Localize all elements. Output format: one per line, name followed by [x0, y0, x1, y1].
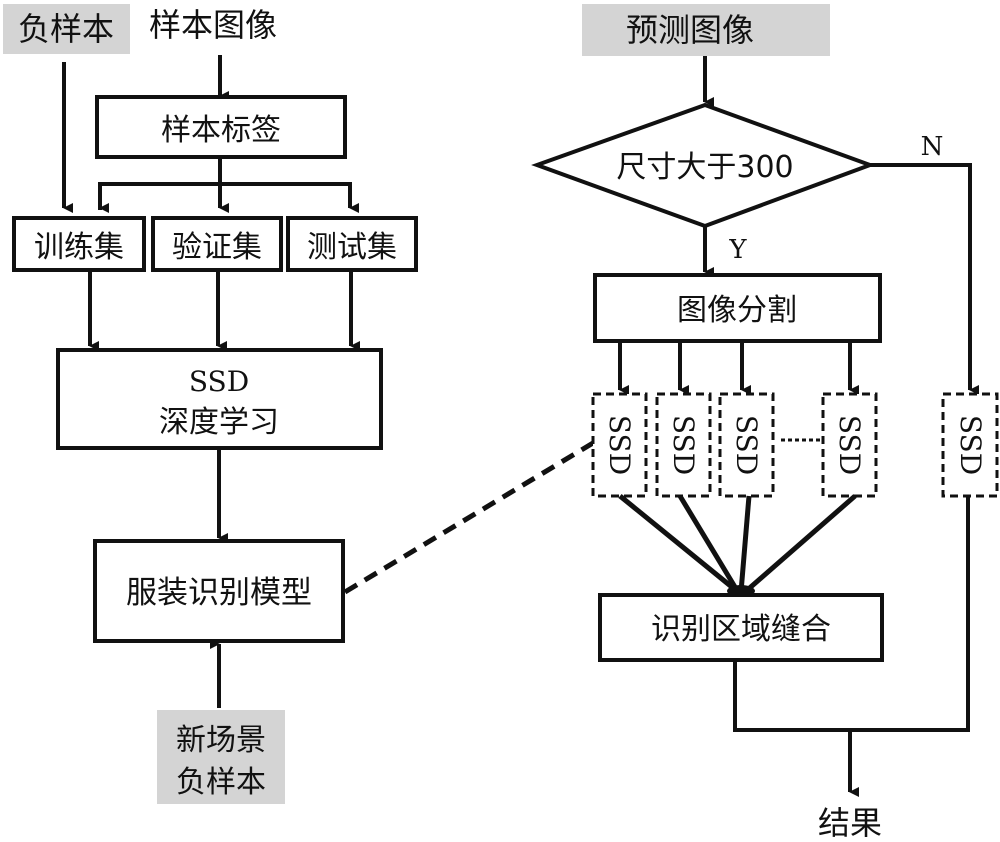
ssd-direct-label: SSD — [954, 415, 987, 475]
test-set-label: 测试集 — [307, 230, 397, 265]
result-label: 结果 — [818, 804, 882, 842]
size-decision-node: 尺寸大于300 — [531, 102, 876, 229]
converging-lines — [618, 494, 857, 594]
ssd-unit-2: SSD — [655, 392, 712, 498]
ssd-deep-learning-node: SSD 深度学习 — [56, 348, 383, 450]
val-set-label: 验证集 — [172, 230, 262, 265]
image-segmentation-node: 图像分割 — [593, 273, 882, 343]
ssd-unit-4: SSD — [821, 392, 878, 498]
sample-label-text: 样本标签 — [161, 113, 281, 148]
sample-image-label: 样本图像 — [149, 6, 277, 44]
ssd-direct-unit: SSD — [941, 392, 999, 498]
clothing-model-label: 服装识别模型 — [126, 575, 312, 611]
ssd-title: SSD — [189, 365, 249, 398]
dashed-link-model-to-ssd — [343, 440, 595, 595]
yes-label: Y — [728, 235, 747, 265]
segmentation-label: 图像分割 — [677, 293, 797, 328]
ssd-unit-3: SSD — [718, 392, 775, 498]
ssd-unit-4-label: SSD — [833, 415, 866, 475]
clothing-model-node: 服装识别模型 — [93, 539, 345, 643]
train-set-label: 训练集 — [34, 230, 124, 265]
merge-label: 识别区域缝合 — [651, 612, 831, 647]
test-set-node: 测试集 — [286, 216, 418, 272]
ssd-unit-1: SSD — [591, 392, 648, 498]
predict-image-node: 预测图像 — [582, 4, 830, 56]
negative-sample-label: 负样本 — [18, 10, 114, 48]
sample-label-node: 样本标签 — [95, 95, 347, 159]
ssd-unit-3-label: SSD — [730, 415, 763, 475]
branch-line — [98, 182, 352, 210]
train-set-node: 训练集 — [12, 216, 146, 272]
negative-sample-node: 负样本 — [3, 4, 130, 54]
ssd-unit-1-label: SSD — [603, 415, 636, 475]
new-scene-line1: 新场景 — [176, 723, 266, 758]
no-branch-line — [870, 163, 972, 385]
no-label: N — [921, 132, 944, 162]
deep-learning-label: 深度学习 — [159, 405, 279, 440]
decision-label: 尺寸大于300 — [616, 150, 793, 185]
new-scene-line2: 负样本 — [176, 765, 266, 800]
region-merge-node: 识别区域缝合 — [598, 593, 884, 662]
val-set-node: 验证集 — [151, 216, 283, 272]
new-scene-negative-node: 新场景 负样本 — [157, 710, 285, 804]
predict-image-label: 预测图像 — [626, 11, 754, 49]
ssd-unit-2-label: SSD — [667, 415, 700, 475]
